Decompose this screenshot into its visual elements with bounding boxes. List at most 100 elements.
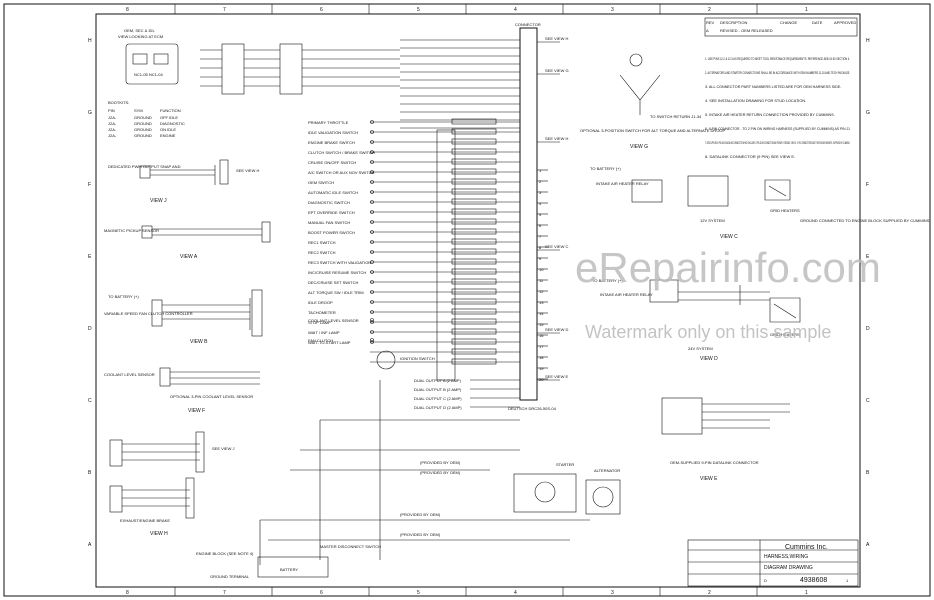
column-marker-top: 1 (805, 7, 808, 13)
pickup-wires (152, 228, 262, 236)
to-switch-label: TO SWITCH RETURN J1-34 (650, 114, 702, 119)
bottom-wiring-b (259, 519, 590, 565)
switch-label: TACHOMETER (308, 310, 336, 315)
starter-label: STARTER (556, 462, 574, 467)
view-j-label: VIEW J (150, 198, 167, 204)
ecm-pin-number: 1 (539, 168, 542, 173)
ecm-pin-number: 6 (539, 223, 542, 228)
note-item: 7. OEM SUPPLIED 6 PIN J1939 DATALINK CON… (705, 140, 850, 145)
ecm-pin-number: 3 (539, 190, 542, 195)
ignition-switch-symbol (376, 350, 396, 370)
ecm-pin-number: 19 (539, 366, 544, 371)
bootkits-header-cell: PIN (108, 108, 115, 113)
24v-wires (678, 285, 770, 305)
dual-output-label: DUAL OUTPUT C (2 AMP) (414, 396, 462, 401)
wire-label-box (451, 288, 497, 295)
column-marker-bottom: 7 (223, 590, 226, 596)
engine-block-label: ENGINE BLOCK (SEE NOTE 4) (196, 551, 254, 556)
24v-solenoid (649, 279, 679, 303)
provided-by-oem-label: (PROVIDED BY OEM) (420, 470, 461, 475)
view-d-label: VIEW D (700, 356, 718, 362)
outer-border (3, 3, 931, 597)
switch-terminal (370, 150, 374, 154)
wire-label-box (451, 128, 497, 135)
switch-terminal (370, 318, 374, 322)
ecm-pin-b (153, 53, 169, 65)
alternator-label: ALTERNATOR (594, 468, 620, 473)
pickup-plug (261, 221, 271, 243)
provided-by-oem-labels: (PROVIDED BY OEM)(PROVIDED BY OEM)(PROVI… (400, 460, 461, 537)
revision-header-cell: REV (706, 20, 715, 25)
column-marker-bottom: 2 (708, 590, 711, 596)
switch-label: IDLE DROOP (308, 300, 333, 305)
drawing-title-line2: DIAGRAM DRAWING (764, 565, 813, 571)
wire-label-box (451, 298, 497, 305)
dual-output-label: DUAL OUTPUT D (2 AMP) (414, 405, 462, 410)
starter-motor-symbol (534, 481, 556, 503)
row-marker-left: G (88, 110, 92, 116)
ecm-view-title: OEM, SEC & IDL (124, 28, 155, 33)
column-marker-bottom: 1 (805, 590, 808, 596)
see-view-label: SEE VIEW E (545, 374, 568, 379)
revision-block (704, 17, 858, 37)
wire-label-box (451, 258, 497, 265)
drawing-size: D (764, 578, 767, 583)
switch-terminal (370, 270, 374, 274)
row-marker-left: F (88, 182, 91, 188)
wire-label-box (451, 328, 497, 335)
switch-label: COOLANT LEVEL SENSOR (308, 318, 359, 323)
company-name: Cummins Inc. (785, 544, 828, 551)
fan-clutch-plug (251, 289, 263, 337)
switch-terminal (370, 190, 374, 194)
row-marker-left: B (88, 470, 92, 476)
ecm-pin-number: 11 (539, 278, 544, 283)
bootkits-cell: J2A- (108, 115, 117, 120)
see-view-label: SEE VIEW D (545, 327, 568, 332)
datalink-wires (702, 403, 790, 429)
wire-label-box (451, 348, 497, 355)
switch-label: FAN CLUTCH (308, 338, 333, 343)
ecm-pin-number: 20 (539, 377, 544, 382)
battery-label: BATTERY (280, 567, 298, 572)
ignition-switch-label: IGNITION SWITCH (400, 356, 435, 361)
ecm-pin-a (132, 53, 148, 65)
note-item: 3. ALL CONNECTOR PART NUMBERS LISTED ARE… (705, 84, 841, 89)
wire-label-box (451, 278, 497, 285)
revision-cell: A (706, 28, 709, 33)
provided-by-oem-label: (PROVIDED BY OEM) (420, 460, 461, 465)
coolant-level-label: COOLANT LEVEL SENSOR (104, 372, 155, 377)
note-item: 5. INTAKE AIR HEATER RETURN CONNECTION P… (705, 112, 835, 117)
revision-header-cell: CHANGE (780, 20, 797, 25)
revision-cell: REVISED - OEM RELEASED (720, 28, 773, 33)
view-c-label: VIEW C (720, 234, 738, 240)
row-marker-left: A (88, 542, 92, 548)
dual-outputs: DUAL OUTPUT A (2 AMP)DUAL OUTPUT B (2 AM… (414, 378, 520, 410)
bootkits-title: BOOTKITS: (108, 100, 129, 105)
row-marker-left: E (88, 254, 92, 260)
switch-label: WAIT-TO-START LAMP (308, 340, 351, 345)
variable-speed-label: VARIABLE SPEED FAN CLUTCH CONTROLLER (104, 311, 193, 316)
switch-terminal (370, 300, 374, 304)
exhaust-brake-switch-a (109, 439, 123, 467)
bootkits-cell: ENGINE (160, 133, 176, 138)
switch-label: CLUTCH SWITCH / BRAKE SWITCH (308, 150, 375, 155)
24v-grid-heater (769, 297, 801, 323)
switch-label: BOOST POWER SWITCH (308, 230, 355, 235)
bootkits-cell: GROUND (134, 127, 152, 132)
c-to-battery-label: TO BATTERY (+) (590, 166, 621, 171)
ecm-pin-number: 5 (539, 212, 542, 217)
exhaust-wires-b (122, 489, 190, 507)
notes-list: 1. USE PINS J2-2 & J2-3 AS REQUIRED TO M… (705, 56, 851, 159)
ecm-pin-number: 17 (539, 344, 544, 349)
alternator-symbol (592, 486, 614, 508)
row-marker-left: H (88, 38, 92, 44)
wire-label-box (451, 238, 497, 245)
fan-clutch-wires (162, 298, 251, 330)
switch-label: WAIT / INF LAMP (308, 330, 340, 335)
switch-terminal (370, 280, 374, 284)
column-marker-bottom: 3 (611, 590, 614, 596)
switch-terminal (370, 330, 374, 334)
